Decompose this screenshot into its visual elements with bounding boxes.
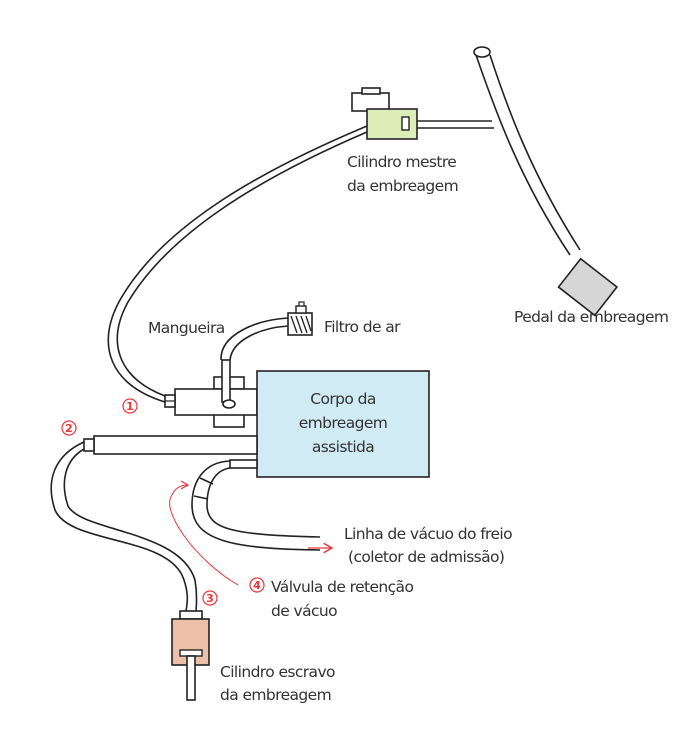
label-air-filter: Filtro de ar — [324, 318, 401, 336]
pedal-arm — [473, 46, 581, 256]
svg-text:3: 3 — [206, 592, 214, 605]
label-check-valve-2: de vácuo — [271, 602, 337, 620]
pedal-pivot — [473, 46, 491, 58]
booster-body — [256, 370, 430, 478]
slave-fitting — [179, 610, 203, 620]
check-valve-band-1 — [199, 477, 214, 485]
clutch-pedal-pad — [557, 257, 619, 317]
air-filter-hose — [220, 317, 289, 409]
label-hose: Mangueira — [148, 319, 225, 337]
slave-push-rod — [186, 655, 196, 701]
label-check-valve-1: Válvula de retenção — [271, 578, 413, 596]
label-booster-body-2: embreagem — [299, 414, 388, 432]
hydraulic-hose-slave — [50, 441, 198, 612]
svg-text:1: 1 — [126, 400, 134, 413]
svg-text:2: 2 — [65, 422, 73, 435]
callout-2: 2 — [61, 420, 77, 436]
callout-4-leader — [169, 480, 239, 586]
label-slave-cylinder-1: Cilindro escravo — [220, 663, 335, 681]
label-master-cylinder-1: Cilindro mestre — [347, 153, 456, 171]
label-clutch-pedal: Pedal da embreagem — [514, 308, 668, 326]
master-push-rod — [417, 120, 494, 129]
label-booster-body-3: assistida — [312, 438, 374, 456]
label-master-cylinder-2: da embreagem — [347, 177, 458, 195]
svg-text:4: 4 — [253, 579, 261, 592]
label-booster-body-1: Corpo da — [310, 390, 376, 408]
label-vacuum-line-1: Linha de vácuo do freio — [344, 525, 512, 543]
callout-3: 3 — [202, 590, 218, 606]
callout-1: 1 — [122, 398, 138, 414]
label-vacuum-line-2: (coletor de admissão) — [348, 548, 504, 566]
output-fitting-2 — [83, 438, 95, 452]
vacuum-line — [191, 459, 321, 551]
check-valve-band-2 — [193, 495, 209, 500]
master-cylinder-window — [401, 116, 410, 131]
master-cylinder — [366, 108, 418, 140]
valve-cap-bottom — [213, 413, 245, 428]
master-reservoir-cap — [361, 87, 381, 95]
hydraulic-hose-master — [107, 125, 368, 403]
callout-4: 4 — [249, 577, 265, 593]
label-slave-cylinder-2: da embreagem — [220, 686, 331, 704]
valve-housing — [174, 388, 258, 416]
slave-piston — [179, 649, 203, 657]
air-filter-icon — [287, 301, 313, 336]
booster-output-tube — [93, 435, 258, 455]
